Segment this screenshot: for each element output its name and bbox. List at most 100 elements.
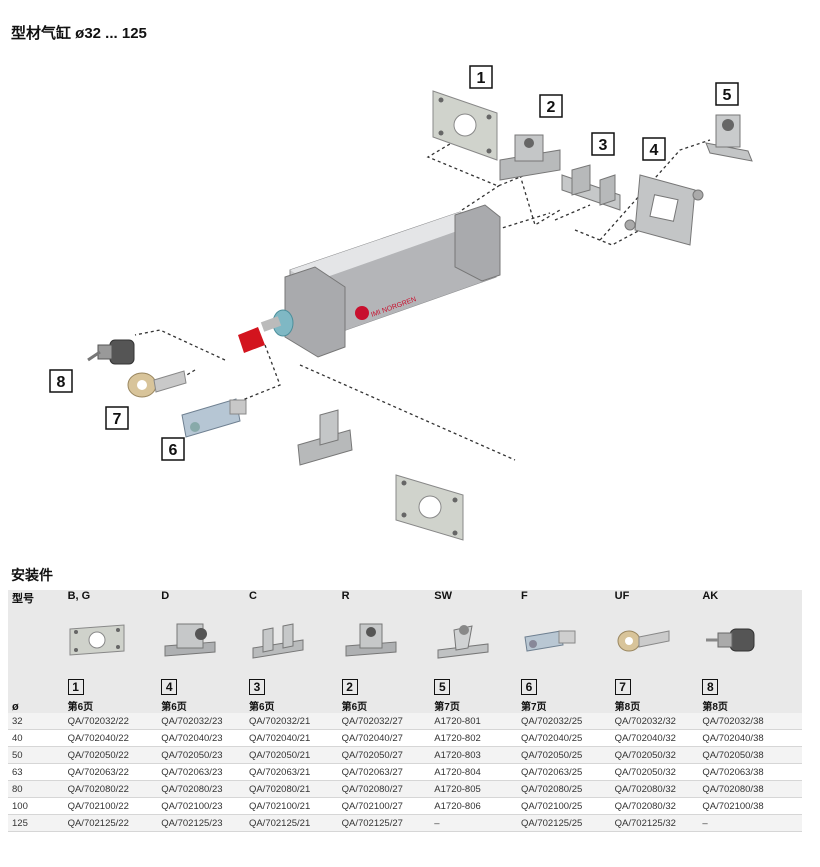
part-number-cell: QA/702080/27 (341, 780, 435, 798)
callout-8: 8 (57, 374, 66, 391)
part-number-cell: QA/702080/38 (702, 780, 802, 798)
part-number-cell: QA/702032/27 (341, 713, 435, 730)
part-number-cell: QA/702100/38 (702, 797, 802, 815)
part-swivel-bracket (705, 114, 753, 162)
part-number-cell: QA/702050/22 (67, 746, 162, 764)
ref-cell: 6 第7页 (520, 678, 615, 713)
part-number-cell: QA/702032/23 (161, 713, 249, 730)
col-header: UF (614, 590, 703, 606)
part-number-cell: QA/702125/27 (341, 814, 435, 832)
part-flange-bottom (395, 474, 464, 541)
part-foot-bracket-bottom (297, 409, 353, 466)
part-number-cell: QA/702063/38 (702, 763, 802, 781)
ref-cell: 7 第8页 (614, 678, 703, 713)
part-number-cell: QA/702100/23 (161, 797, 249, 815)
part-flange-top (432, 90, 498, 161)
part-rod-eye (127, 370, 187, 398)
page-ref: 第6页 (248, 702, 275, 713)
diameter-cell: 63 (8, 763, 68, 781)
foot-bracket-icon (248, 606, 342, 678)
callout-6: 6 (169, 442, 178, 459)
page-title: 型材气缸 ø32 ... 125 (11, 25, 147, 42)
part-number-cell: QA/702032/25 (520, 713, 615, 730)
part-number-cell: QA/702050/27 (341, 746, 435, 764)
callout-7: 7 (113, 411, 122, 428)
part-number-cell: QA/702032/32 (614, 713, 703, 730)
ref-cell: 3 第6页 (248, 678, 342, 713)
rod-eye-icon (614, 606, 703, 678)
part-number-cell: QA/702032/21 (248, 713, 342, 730)
part-number-cell: QA/702125/32 (614, 814, 703, 832)
diameter-cell: 100 (8, 797, 68, 815)
callout-5: 5 (723, 87, 732, 104)
ref-number: 6 (520, 679, 537, 695)
part-clevis-bracket (499, 134, 561, 181)
model-label: 型号 (8, 590, 68, 606)
part-number-cell: – (702, 814, 802, 832)
ref-cell: 2 第6页 (341, 678, 435, 713)
ref-number: 3 (248, 679, 265, 695)
part-number-cell: QA/702125/25 (520, 814, 615, 832)
part-number-cell: QA/702063/25 (520, 763, 615, 781)
page-ref: 第7页 (520, 702, 547, 713)
part-rod-coupler (87, 339, 135, 365)
part-number-cell: QA/702050/32 (614, 763, 703, 781)
part-number-cell: QA/702032/22 (67, 713, 162, 730)
part-number-cell: QA/702063/27 (341, 763, 435, 781)
page-ref: 第6页 (161, 702, 187, 713)
callout-1: 1 (477, 70, 486, 87)
part-number-cell: QA/702063/21 (248, 763, 342, 781)
cylinder-body: IMI NORGREN (238, 204, 501, 358)
part-number-cell: A1720-801 (434, 713, 521, 730)
part-number-cell: A1720-805 (434, 780, 521, 798)
part-number-cell: QA/702063/22 (67, 763, 162, 781)
part-number-cell: QA/702080/23 (161, 780, 249, 798)
flange-plate-icon (67, 606, 162, 678)
part-foot-bracket (561, 164, 621, 211)
diameter-cell: 125 (8, 814, 68, 832)
ref-number: 5 (434, 679, 451, 695)
part-number-cell: QA/702040/27 (341, 729, 435, 747)
part-number-cell: QA/702100/25 (520, 797, 615, 815)
col-header: D (161, 590, 249, 606)
part-number-cell: A1720-803 (434, 746, 521, 764)
part-number-cell: – (434, 814, 521, 832)
diameter-cell: 40 (8, 729, 68, 747)
part-number-cell: QA/702080/32 (614, 797, 703, 815)
part-number-cell: QA/702040/21 (248, 729, 342, 747)
part-number-cell: QA/702100/21 (248, 797, 342, 815)
part-number-cell: QA/702080/21 (248, 780, 342, 798)
part-number-cell: QA/702040/23 (161, 729, 249, 747)
page-ref: 第6页 (341, 702, 368, 713)
ref-number: 7 (614, 679, 631, 695)
part-number-cell: QA/702050/21 (248, 746, 342, 764)
fork-clevis-icon (520, 606, 615, 678)
part-number-cell: QA/702040/38 (702, 729, 802, 747)
part-trunnion-flange (624, 174, 704, 246)
diameter-label: ø (8, 678, 68, 713)
ref-number: 2 (341, 679, 358, 695)
page-ref: 第8页 (614, 702, 641, 713)
part-number-cell: QA/702050/38 (702, 746, 802, 764)
part-number-cell: QA/702080/32 (614, 780, 703, 798)
col-header: AK (702, 590, 802, 606)
part-number-cell: QA/702125/21 (248, 814, 342, 832)
col-header: R (341, 590, 435, 606)
ref-number: 1 (67, 679, 84, 695)
callout-2: 2 (547, 99, 556, 116)
callout-4: 4 (650, 142, 659, 159)
part-number-cell: A1720-804 (434, 763, 521, 781)
part-number-cell: QA/702063/23 (161, 763, 249, 781)
part-number-cell: QA/702040/22 (67, 729, 162, 747)
